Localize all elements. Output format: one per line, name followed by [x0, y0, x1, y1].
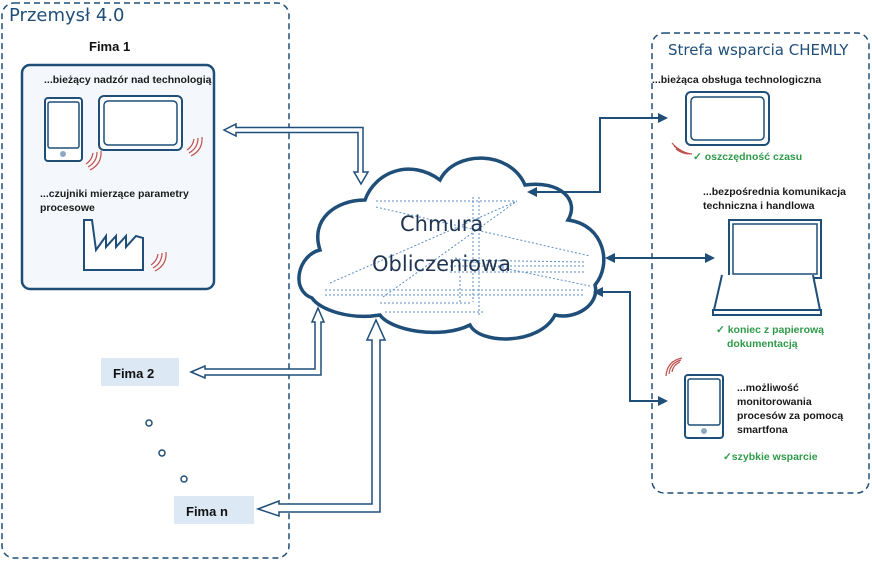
cloud-to-firm2-arrow — [189, 306, 326, 380]
ellipsis-dot — [180, 475, 188, 483]
tablet-icon — [685, 91, 770, 146]
firm1-title: Fima 1 — [89, 39, 131, 54]
firm1-monitoring-text: ...bieżący nadzór nad technologią — [44, 74, 212, 86]
arrowhead — [527, 187, 537, 197]
arrowhead — [593, 287, 603, 297]
cloud-label-line1: Chmura — [400, 212, 484, 236]
industry-panel-title: Przemysł 4.0 — [9, 5, 125, 26]
support-item2-benefit-line1: ✓ koniec z papierową — [716, 324, 824, 336]
support-item3-text-line4: smartfona — [737, 424, 788, 436]
arrowhead — [658, 113, 668, 123]
cloud-to-phone-arrow — [596, 291, 665, 402]
support-item2-text-line1: ...bezpośrednia komunikacja — [703, 186, 846, 198]
smartphone-icon — [684, 374, 724, 439]
support-item3-benefit: ✓szybkie wsparcie — [723, 451, 818, 463]
cloud-to-firm1-arrow — [222, 122, 370, 186]
firmn-box[interactable]: Fima n — [174, 496, 254, 524]
industry-panel-border — [1, 2, 290, 559]
firm2-label: Fima 2 — [113, 366, 155, 381]
firm1-sensors-line2: procesowe — [40, 202, 95, 214]
firm1-sensors-line1: ...czujniki mierzące parametry — [40, 188, 189, 200]
support-item3-text-line2: monitorowania — [737, 396, 812, 408]
firmn-label: Fima n — [186, 504, 228, 519]
ellipsis-dot — [158, 449, 166, 457]
support-panel-border — [651, 32, 870, 494]
support-item3-text-line1: ...możliwość — [737, 382, 799, 394]
cloud-to-tablet-arrow — [530, 117, 665, 193]
factory-icon — [83, 219, 144, 271]
support-item1-benefit: ✓ oszczędność czasu — [693, 151, 803, 163]
support-item2-text-line2: techniczna i handlowa — [703, 200, 815, 212]
arrowhead — [658, 396, 668, 406]
signal-icon — [85, 136, 203, 272]
cloud-shape — [297, 156, 606, 341]
support-item2-benefit-line2: dokumentacją — [727, 338, 798, 350]
smartphone-icon — [44, 97, 83, 162]
arrowhead — [705, 253, 715, 263]
signal-icon — [671, 142, 693, 155]
arrowhead — [605, 253, 615, 263]
network-lines — [325, 197, 591, 317]
firm2-box[interactable]: Fima 2 — [101, 358, 179, 386]
support-item1-text: ...bieżąca obsługa technologiczna — [652, 74, 822, 86]
ellipsis-dot — [145, 419, 153, 427]
support-panel-title: Strefa wsparcia CHEMLY — [668, 41, 849, 59]
laptop-icon — [712, 219, 822, 316]
tablet-icon — [98, 95, 183, 151]
cloud-to-firmn-arrow — [255, 318, 387, 518]
signal-icon — [665, 357, 683, 377]
cloud-label-line2: Obliczeniowa — [372, 252, 512, 276]
support-item3-text-line3: procesów za pomocą — [737, 410, 844, 422]
